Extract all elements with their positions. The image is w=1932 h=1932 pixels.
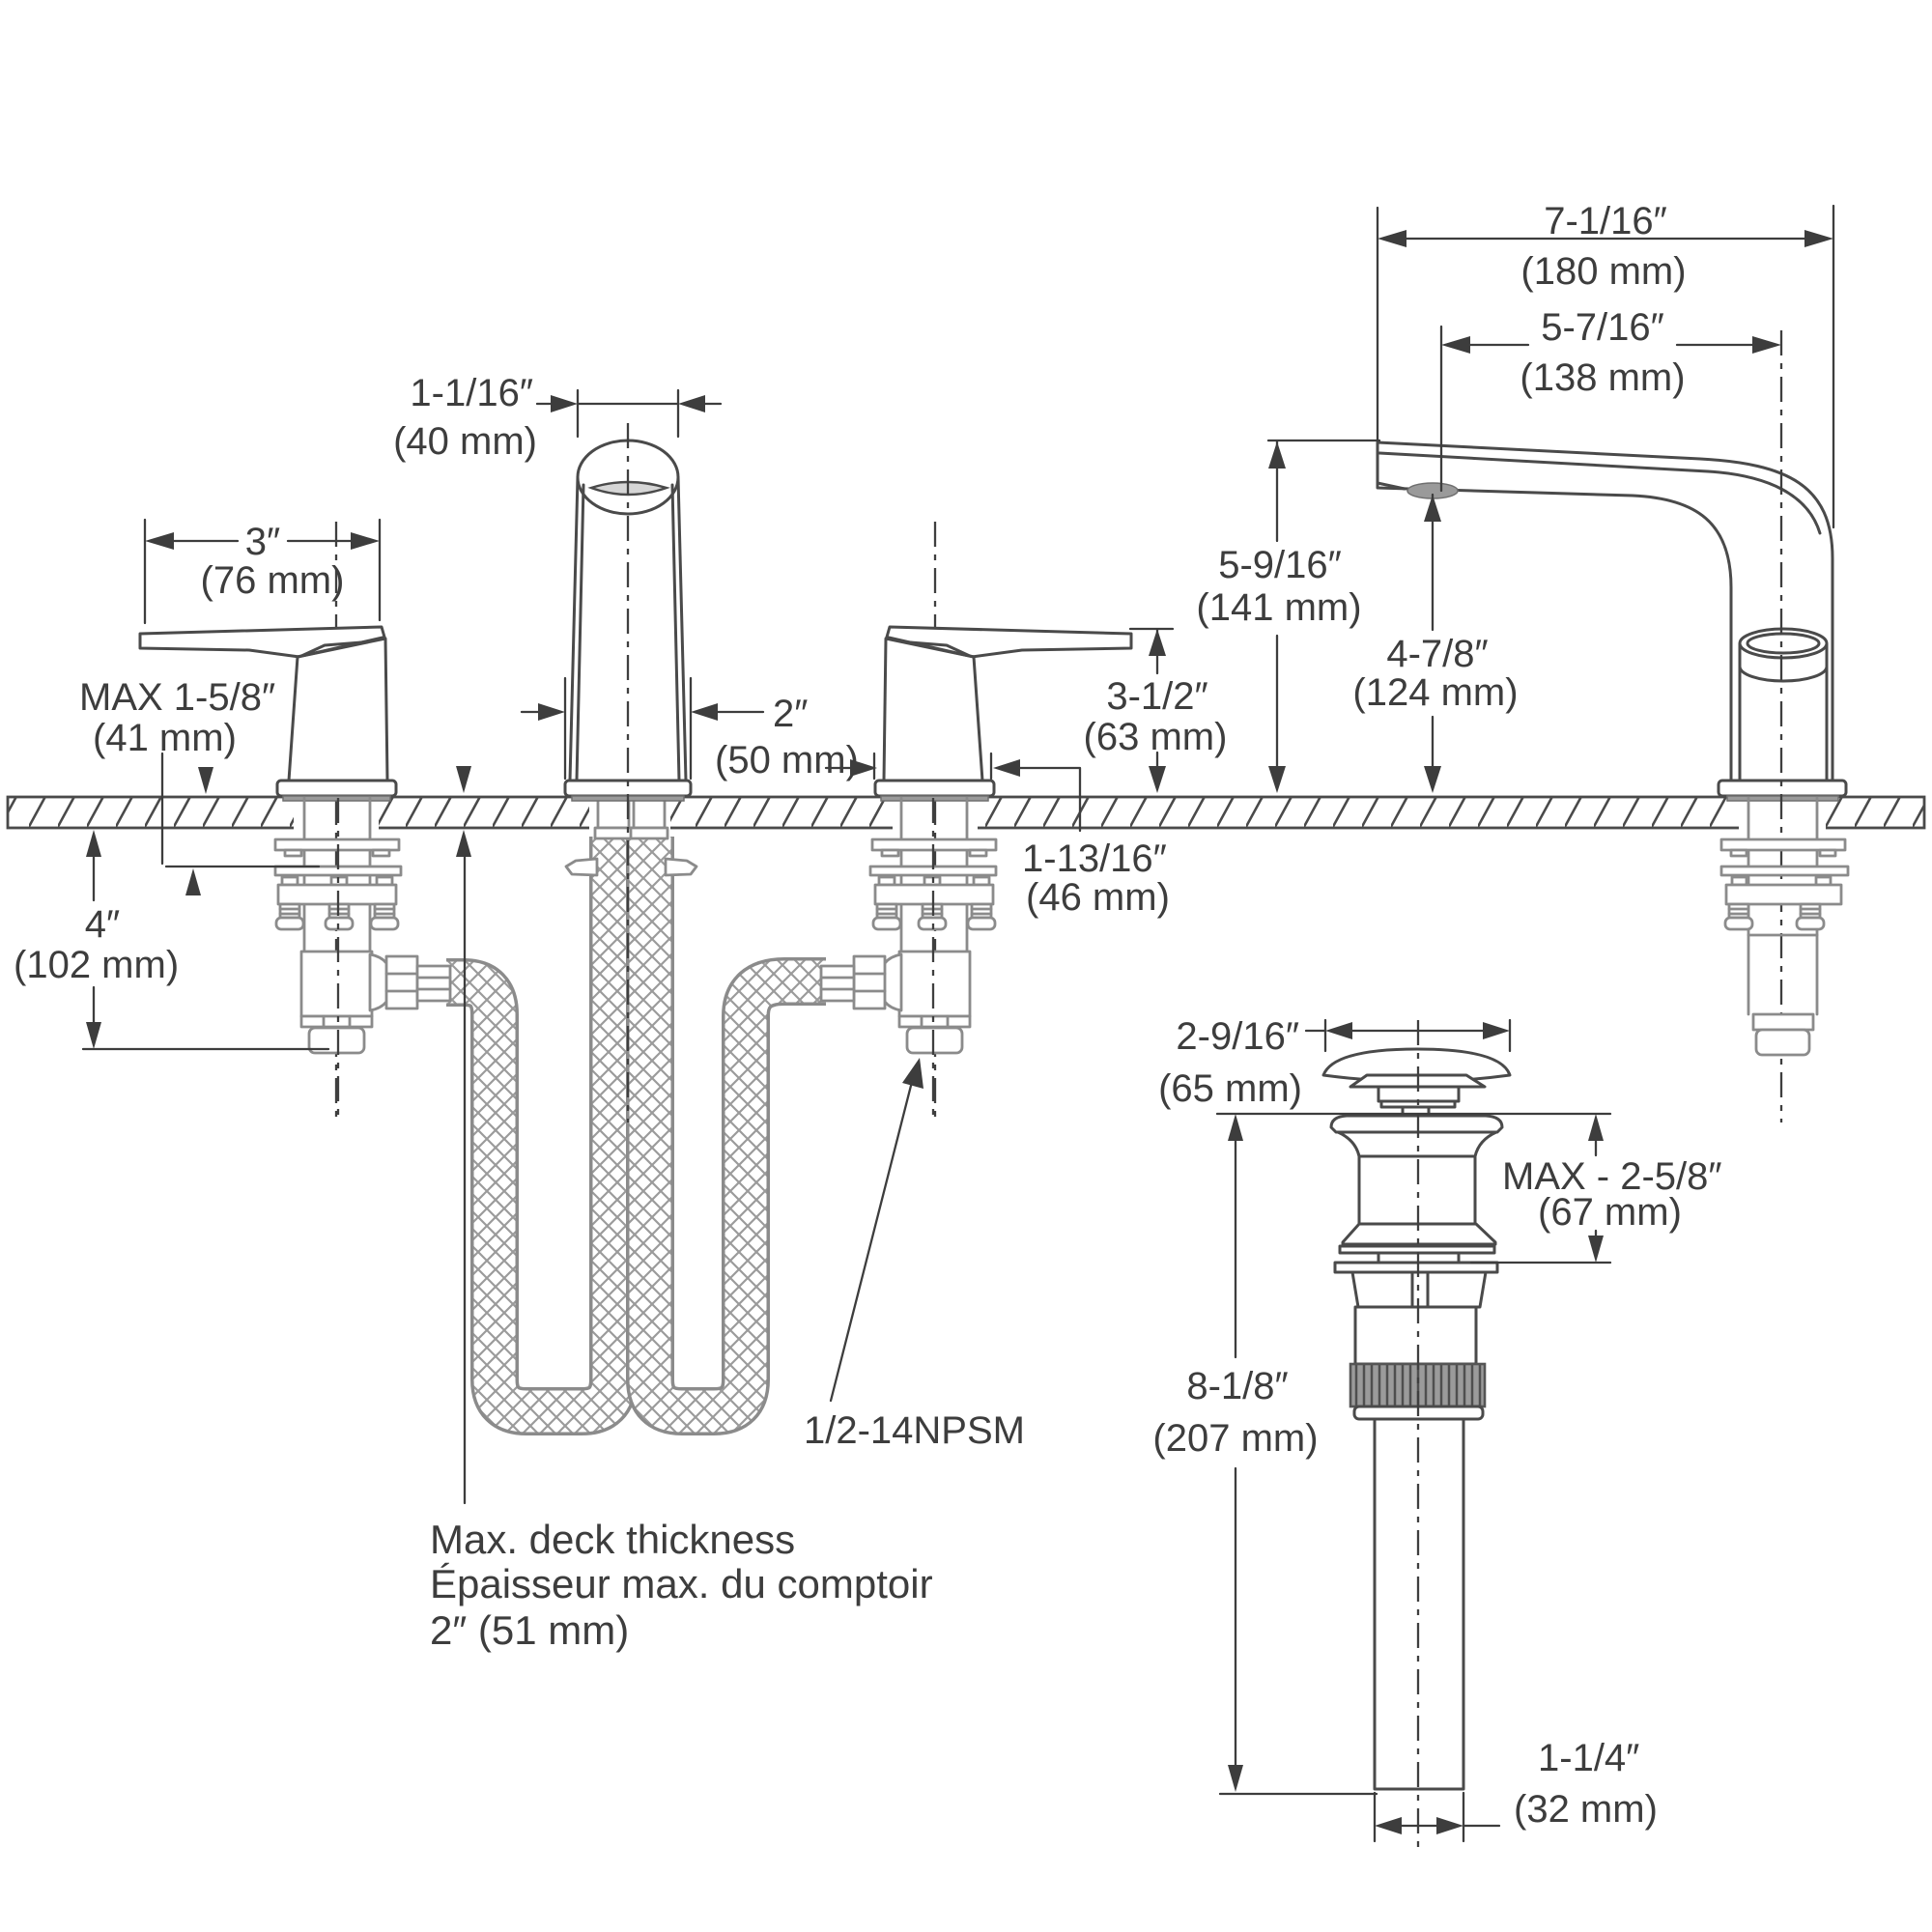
spout-chamfer-line: [1378, 451, 1822, 535]
dim-drain-max-deck: MAX - 2-5/8″ (67 mm): [1502, 1114, 1722, 1263]
dim-below-deck-clearance: 4″ (102 mm): [14, 830, 330, 1051]
drain-body-column: [1357, 1154, 1477, 1226]
drain-strainer-flange: [1329, 1114, 1504, 1134]
label-drain-length-in: 8-1/8″: [1186, 1365, 1288, 1407]
drain-reference-lines: [1215, 1112, 1612, 1264]
label-outlet-height-mm: (124 mm): [1352, 671, 1518, 714]
label-below-deck-clearance-mm: (102 mm): [14, 944, 179, 986]
wing-nut-left: [564, 857, 599, 877]
label-handle-length-mm: (76 mm): [201, 559, 345, 602]
dim-drain-tail-width: 1-1/4″ (32 mm): [1373, 1737, 1658, 1843]
label-drain-cap-width-mm: (65 mm): [1158, 1067, 1302, 1110]
note-line2: Épaisseur max. du comptoir: [430, 1561, 933, 1606]
right-valve-hardware: [819, 796, 998, 1122]
dim-center-base-width: 2″ (50 mm): [520, 676, 859, 781]
label-handle-base-width-mm: (46 mm): [1026, 876, 1170, 919]
dim-center-top-width: 1-1/16″ (40 mm): [393, 372, 723, 463]
label-drain-tail-width-in: 1-1/4″: [1538, 1737, 1639, 1779]
label-spout-to-center-mm: (138 mm): [1520, 356, 1685, 399]
center-shank-right: [632, 796, 667, 830]
left-valve-hardware: [273, 796, 452, 1122]
dim-spout-overall: 7-1/16″ (180 mm): [1376, 200, 1835, 529]
hose-left-outline: [446, 837, 638, 1435]
dim-handle-height: 3-1/2″ (63 mm): [1084, 627, 1228, 793]
supply-hoses: [446, 837, 826, 1435]
spout: [1376, 330, 1848, 1122]
wing-nut-right: [664, 857, 698, 877]
dim-handle-length: 3″ (76 mm): [143, 518, 382, 625]
center-valve-body: [563, 423, 693, 1122]
label-spout-height-in: 5-9/16″: [1218, 544, 1342, 586]
label-spout-overall-in: 7-1/16″: [1544, 200, 1667, 242]
dim-spout-height: 5-9/16″ (141 mm): [1196, 439, 1381, 793]
label-center-base-width-mm: (50 mm): [715, 739, 859, 781]
dim-drain-cap-width: 2-9/16″ (65 mm): [1158, 1015, 1512, 1110]
label-drain-max-deck-in: MAX - 2-5/8″: [1502, 1155, 1722, 1198]
label-center-top-width-in: 1-1/16″: [410, 372, 533, 414]
label-spout-to-center-in: 5-7/16″: [1541, 306, 1664, 349]
label-spout-overall-mm: (180 mm): [1520, 250, 1686, 293]
label-drain-cap-width-in: 2-9/16″: [1176, 1015, 1299, 1058]
label-handle-max-deck-in: MAX 1-5/8″: [79, 676, 275, 719]
label-below-deck-clearance-in: 4″: [85, 903, 120, 946]
dim-handle-base-width: 1-13/16″ (46 mm): [824, 752, 1170, 919]
drain-tailpiece-tube: [1373, 1417, 1465, 1791]
dimension-graphics: 7-1/16″ (180 mm) 5-7/16″ (138 mm) 1-1/16…: [14, 200, 1835, 1843]
spout-mounting-hardware: [1719, 796, 1850, 1057]
label-drain-max-deck-mm: (67 mm): [1538, 1191, 1682, 1234]
spout-collar: [1738, 643, 1829, 784]
label-spout-height-mm: (141 mm): [1196, 586, 1361, 629]
label-drain-length-mm: (207 mm): [1152, 1417, 1318, 1460]
hose-right-braid: [629, 837, 826, 1433]
dim-outlet-height: 4-7/8″ (124 mm): [1352, 493, 1519, 793]
label-center-base-width-in: 2″: [773, 693, 808, 735]
drain-assembly: [1321, 1020, 1512, 1853]
spout-supply-nut: [1754, 1028, 1811, 1057]
label-handle-height-mm: (63 mm): [1084, 716, 1228, 758]
note-line3: 2″ (51 mm): [430, 1607, 629, 1653]
dim-spout-to-center: 5-7/16″ (138 mm): [1439, 306, 1781, 493]
center-shank-left: [596, 796, 631, 830]
note-max-deck-thickness: Max. deck thickness Épaisseur max. du co…: [430, 766, 933, 1653]
label-handle-height-in: 3-1/2″: [1106, 675, 1208, 718]
label-handle-length-in: 3″: [245, 521, 280, 563]
note-line1: Max. deck thickness: [430, 1517, 795, 1562]
label-handle-base-width-in: 1-13/16″: [1022, 838, 1167, 880]
label-drain-tail-width-mm: (32 mm): [1514, 1788, 1658, 1831]
hose-left-braid: [446, 837, 635, 1433]
label-thread-spec: 1/2-14NPSM: [804, 1409, 1025, 1452]
dim-drain-length: 8-1/8″ (207 mm): [1152, 1114, 1378, 1796]
callout-thread-spec: 1/2-14NPSM: [804, 1058, 1025, 1452]
spout-mount-screws: [1723, 902, 1826, 931]
drain-lower-cone: [1341, 1222, 1497, 1246]
label-outlet-height-in: 4-7/8″: [1386, 633, 1488, 675]
dim-handle-max-deck: MAX 1-5/8″ (41 mm): [79, 676, 321, 895]
label-center-top-width-mm: (40 mm): [393, 420, 537, 463]
label-handle-max-deck-mm: (41 mm): [93, 717, 237, 759]
